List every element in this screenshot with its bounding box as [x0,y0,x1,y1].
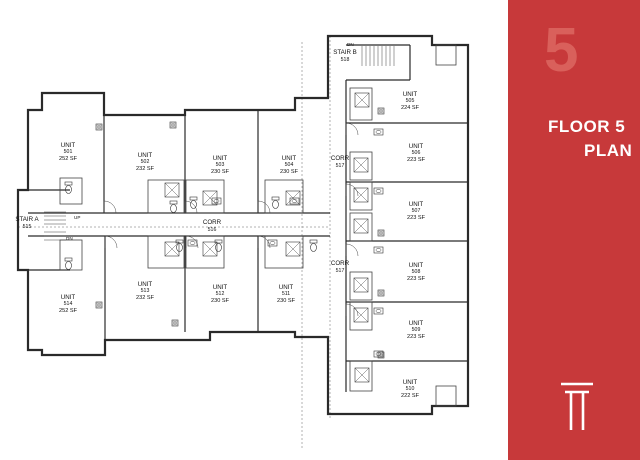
title-line-1: FLOOR 5 [548,117,626,136]
space-label: CORR [331,260,350,267]
stair-b-down-marker: DN [347,42,354,47]
floor-number: 5 [544,16,579,85]
unit-514: UNIT 514 252 SF [59,294,78,314]
unit-label: UNIT [282,155,297,162]
unit-number: 507 [412,208,421,214]
space-label: CORR [331,155,350,162]
unit-label: UNIT [409,262,424,269]
title-line-2: PLAN [584,141,633,160]
space-number: 515 [23,224,32,230]
space-label: STAIR A [15,216,39,223]
unit-label: UNIT [409,320,424,327]
unit-508: UNIT 508 223 SF [407,262,426,282]
unit-area: 223 SF [407,276,426,282]
unit-area: 232 SF [136,295,155,301]
stair-b: STAIR B 518 [333,49,357,63]
unit-512: UNIT 512 230 SF [211,284,230,304]
stair-up-marker: UP [74,215,80,220]
unit-label: UNIT [409,143,424,150]
unit-area: 223 SF [407,215,426,221]
unit-area: 252 SF [59,308,78,314]
unit-area: 224 SF [401,105,420,111]
unit-label: UNIT [61,294,76,301]
unit-area: 230 SF [280,169,299,175]
unit-label: UNIT [213,155,228,162]
unit-area: 230 SF [211,298,230,304]
unit-506: UNIT 506 223 SF [407,143,426,163]
unit-number: 514 [64,301,73,307]
unit-label: UNIT [403,91,418,98]
unit-area: 222 SF [401,393,420,399]
stair-a: STAIR A 515 [15,216,39,230]
unit-number: 509 [412,327,421,333]
stair-down-marker: DN [66,236,73,241]
unit-number: 504 [285,162,294,168]
unit-502: UNIT 502 232 SF [136,152,155,172]
corr-517-north: CORR 517 [331,155,350,169]
unit-area: 223 SF [407,334,426,340]
title-panel: 5 FLOOR 5 PLAN [508,0,640,460]
unit-number: 503 [216,162,225,168]
unit-number: 508 [412,269,421,275]
space-label: STAIR B [333,49,357,56]
unit-507: UNIT 507 223 SF [407,201,426,221]
unit-number: 513 [141,288,150,294]
unit-area: 230 SF [211,169,230,175]
unit-number: 512 [216,291,225,297]
space-number: 517 [336,268,345,274]
floor-plan-drawing: UNIT 501 252 SF UNIT 502 232 SF UNIT 503… [15,34,470,448]
unit-area: 223 SF [407,157,426,163]
unit-513: UNIT 513 232 SF [136,281,155,301]
unit-501: UNIT 501 252 SF [59,142,78,162]
unit-label: UNIT [213,284,228,291]
unit-505: UNIT 505 224 SF [401,91,420,111]
unit-number: 501 [64,149,73,155]
unit-label: UNIT [279,284,294,291]
unit-503: UNIT 503 230 SF [211,155,230,175]
unit-number: 502 [141,159,150,165]
unit-label: UNIT [138,281,153,288]
unit-label: UNIT [61,142,76,149]
space-label: CORR [203,219,222,226]
unit-number: 511 [282,291,290,297]
unit-area: 232 SF [136,166,155,172]
unit-504: UNIT 504 230 SF [280,155,299,175]
unit-label: UNIT [409,201,424,208]
unit-label: UNIT [403,379,418,386]
unit-number: 505 [406,98,415,104]
space-number: 518 [341,57,350,63]
unit-509: UNIT 509 223 SF [407,320,426,340]
unit-area: 230 SF [277,298,296,304]
unit-area: 252 SF [59,156,78,162]
unit-number: 506 [412,150,421,156]
unit-510: UNIT 510 222 SF [401,379,420,399]
unit-label: UNIT [138,152,153,159]
unit-511: UNIT 511 230 SF [277,284,296,304]
space-number: 517 [336,163,345,169]
unit-number: 510 [406,386,415,392]
space-number: 516 [208,227,217,233]
tt-monogram-icon [561,382,593,430]
corr-516: CORR 516 [203,219,222,233]
corr-517-south: CORR 517 [331,260,350,274]
